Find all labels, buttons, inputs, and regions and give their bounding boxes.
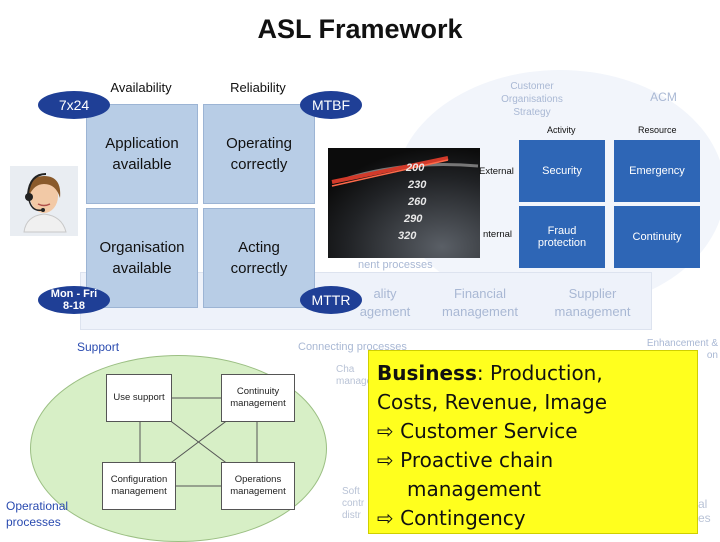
- matrix-row-external: External: [479, 166, 514, 177]
- gauge-scale: 200 230 260 290 320: [398, 160, 427, 245]
- matrix-header-resource: Resource: [638, 125, 677, 135]
- change-management-fragment: Cha manage: [336, 364, 373, 387]
- software-control-fragment: Soft contr distr: [342, 486, 365, 521]
- financial-management-label: Financial management: [442, 286, 518, 319]
- arrow-icon: ⇨: [377, 419, 394, 443]
- node-continuity-management: Continuity management: [221, 374, 295, 422]
- business-line-2: Costs, Revenue, Image: [377, 390, 608, 414]
- customer-strategy-label: Customer Organisations Strategy: [501, 81, 563, 118]
- node-use-support: Use support: [106, 374, 172, 422]
- matrix-cell-fraud-protection: Fraud protection: [519, 206, 605, 268]
- acm-label: ACM: [650, 90, 677, 104]
- business-heading: Business: Production,: [377, 361, 603, 385]
- gauge-number: 230: [408, 179, 427, 191]
- gauge-number: 200: [406, 162, 425, 174]
- matrix-cell-continuity: Continuity: [614, 206, 700, 268]
- operational-fragment-right: al es: [698, 497, 711, 525]
- gauge-number: 290: [404, 213, 423, 225]
- matrix-cell-emergency: Emergency: [614, 140, 700, 202]
- ellipse-mtbf: MTBF: [300, 91, 362, 119]
- supplier-management-label: Supplier management: [554, 286, 631, 319]
- business-item-proactive-chain: ⇨ Proactive chain: [377, 448, 554, 472]
- enhancement-label: Enhancement & on: [646, 338, 718, 361]
- ellipse-mon-fri: Mon - Fri 8-18: [38, 286, 110, 314]
- business-item-management: management: [407, 477, 541, 501]
- availability-header: Availability: [110, 80, 172, 95]
- page-title: ASL Framework: [257, 14, 463, 44]
- matrix-row-internal: nternal: [483, 229, 513, 240]
- support-label: Support: [77, 340, 120, 354]
- ellipse-7x24: 7x24: [38, 91, 110, 119]
- support-agent-image: [10, 166, 78, 236]
- speedometer-gauge: 200 230 260 290 320: [328, 148, 480, 258]
- reliability-header: Reliability: [230, 80, 286, 95]
- arrow-icon: ⇨: [377, 506, 394, 530]
- matrix-header-activity: Activity: [547, 125, 576, 135]
- arrow-icon: ⇨: [377, 448, 394, 472]
- gauge-number: 260: [408, 196, 427, 208]
- quality-management-label: ality agement: [359, 286, 411, 319]
- gauge-number: 320: [398, 230, 417, 242]
- node-operations-management: Operations management: [221, 462, 295, 510]
- business-box: Business: Production, Costs, Revenue, Im…: [368, 350, 698, 534]
- node-configuration-management: Configuration management: [102, 462, 176, 510]
- ellipse-mttr: MTTR: [300, 286, 362, 314]
- business-item-customer-service: ⇨ Customer Service: [377, 419, 578, 443]
- business-item-contingency: ⇨ Contingency: [377, 506, 526, 530]
- management-processes-label: nent processes: [358, 259, 433, 271]
- operational-processes-label: Operational processes: [6, 499, 69, 529]
- matrix-cell-security: Security: [519, 140, 605, 202]
